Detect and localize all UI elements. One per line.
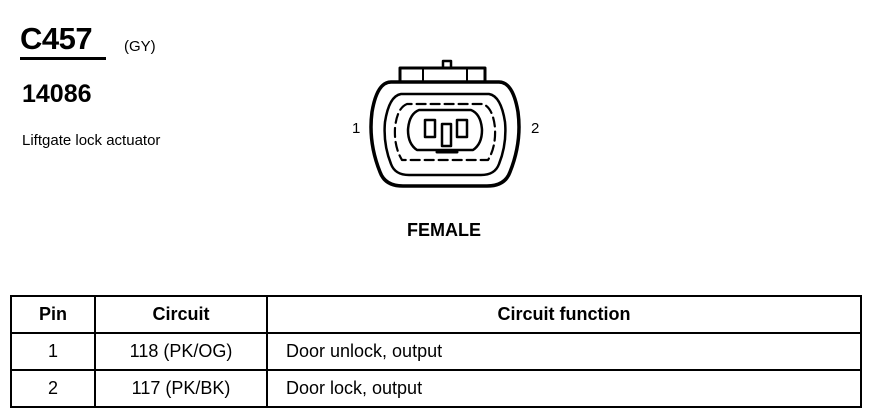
connector-latch: [398, 66, 487, 84]
header-pin: Pin: [10, 295, 96, 334]
connector-gender: FEMALE: [407, 220, 481, 240]
pinout-table: Pin Circuit Circuit function 1 118 (PK/O…: [10, 295, 862, 408]
table-header-row: Pin Circuit Circuit function: [10, 295, 862, 334]
part-number: 14086: [22, 80, 92, 108]
cell-circuit: 118 (PK/OG): [94, 332, 268, 371]
cell-function: Door unlock, output: [266, 332, 862, 371]
connector-color: (GY): [124, 38, 156, 55]
terminal-pin-2: [455, 118, 469, 139]
connector-housing-inner: [383, 92, 507, 177]
terminal-cavity: [406, 108, 484, 152]
connector-id: C457: [20, 21, 93, 56]
connector-face-diagram: [369, 59, 521, 188]
header-circuit: Circuit: [94, 295, 268, 334]
latch-tab: [441, 59, 453, 70]
cell-pin: 1: [10, 332, 96, 371]
connector-seal: [393, 102, 497, 162]
table-row: 1 118 (PK/OG) Door unlock, output: [10, 332, 862, 371]
pin-2-label: 2: [531, 120, 540, 137]
cell-function: Door lock, output: [266, 369, 862, 408]
connector-description: Liftgate lock actuator: [22, 132, 161, 149]
header-function: Circuit function: [266, 295, 862, 334]
connector-id-underline: [20, 57, 106, 60]
cell-pin: 2: [10, 369, 96, 408]
center-key: [440, 122, 453, 148]
table-row: 2 117 (PK/BK) Door lock, output: [10, 369, 862, 408]
latch-rib: [422, 67, 468, 81]
connector-housing-outer: [369, 80, 521, 188]
terminal-pin-1: [423, 118, 437, 139]
pin-1-label: 1: [352, 120, 361, 137]
cell-circuit: 117 (PK/BK): [94, 369, 268, 408]
